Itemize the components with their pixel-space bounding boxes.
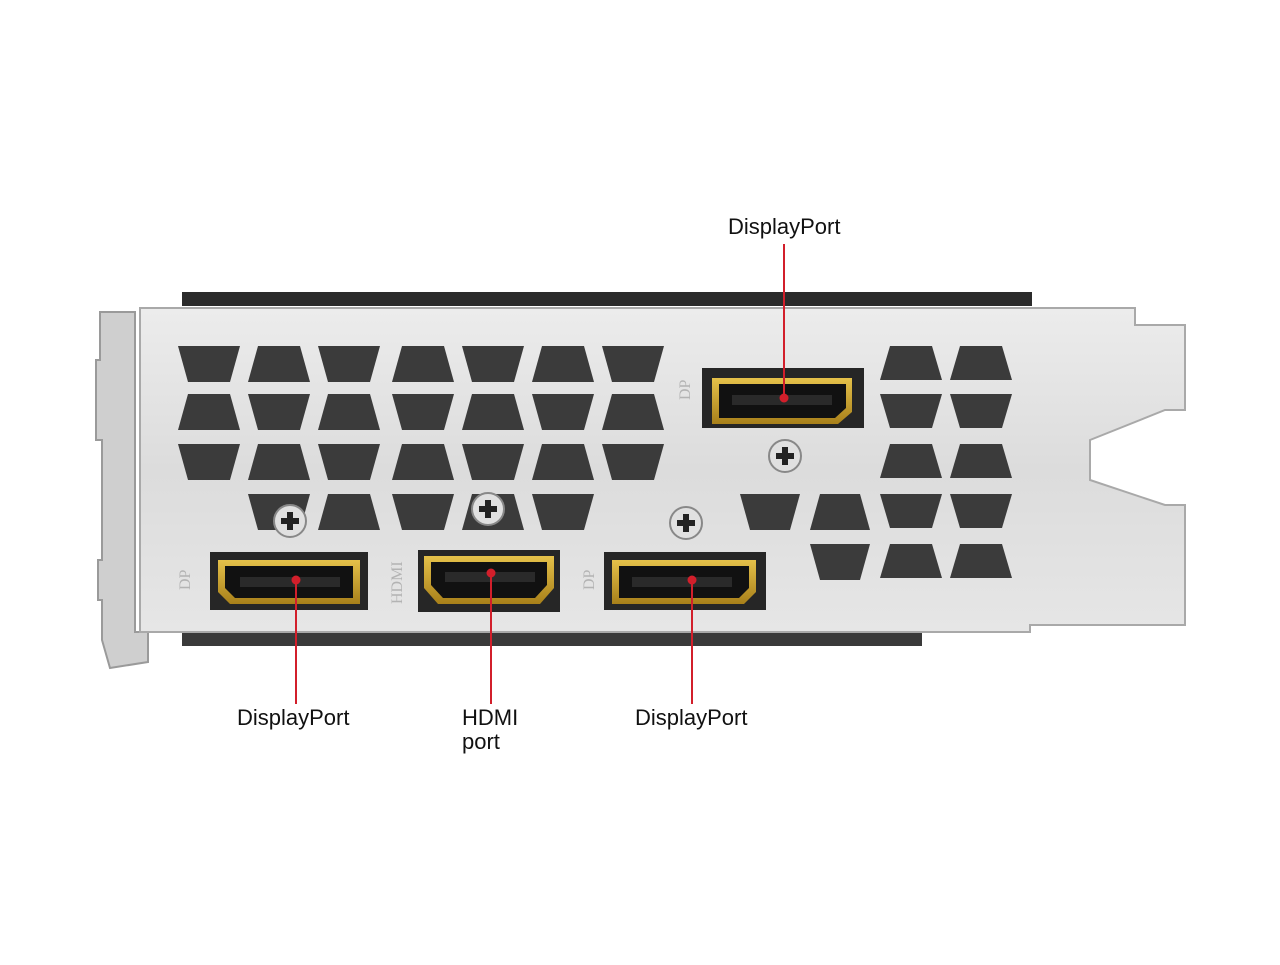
vent-cutout bbox=[318, 346, 380, 382]
vent-cutout bbox=[950, 346, 1012, 380]
callout-label-hdmi-port: HDMI port bbox=[462, 706, 518, 754]
vent-cutout bbox=[950, 494, 1012, 528]
vent-cutout bbox=[810, 494, 870, 530]
vent-cutout bbox=[880, 346, 942, 380]
bracket-mark-hdmi: HDMI bbox=[389, 561, 406, 604]
vent-cutout bbox=[602, 394, 664, 430]
displayport-connector-bottom-left bbox=[210, 552, 368, 610]
hdmi-connector bbox=[418, 550, 560, 612]
screw-icon bbox=[768, 439, 802, 473]
bracket-mark-dp-right: DP bbox=[581, 569, 598, 590]
vent-cutout bbox=[178, 394, 240, 430]
cooler-shroud-top bbox=[182, 292, 1032, 306]
vent-cutout bbox=[880, 494, 942, 528]
vent-cutout bbox=[532, 346, 594, 382]
vent-cutout bbox=[392, 346, 454, 382]
vent-cutout bbox=[880, 394, 942, 428]
bracket-mark-dp-left: DP bbox=[177, 569, 194, 590]
vent-cutout bbox=[532, 394, 594, 430]
callout-label-hdmi-line2: port bbox=[462, 729, 500, 754]
vent-cutout bbox=[392, 444, 454, 480]
callout-dot-bottom-left-displayport bbox=[291, 575, 301, 585]
bracket-mark-dp-top: DP bbox=[677, 379, 694, 400]
vent-cutout bbox=[950, 444, 1012, 478]
callout-label-bottom-left-displayport: DisplayPort bbox=[237, 705, 350, 730]
vent-cutout bbox=[602, 444, 664, 480]
vent-cutout bbox=[318, 444, 380, 480]
vent-cutout bbox=[880, 444, 942, 478]
callout-dot-bottom-right-displayport bbox=[687, 575, 697, 585]
displayport-connector-bottom-right bbox=[604, 552, 766, 610]
vent-cutout bbox=[810, 544, 870, 580]
vent-cutout bbox=[462, 346, 524, 382]
vent-cutout bbox=[740, 494, 800, 530]
vent-cutout bbox=[532, 494, 594, 530]
vent-cutout bbox=[248, 346, 310, 382]
callout-label-bottom-right-displayport: DisplayPort bbox=[635, 705, 748, 730]
vent-cutout bbox=[950, 394, 1012, 428]
vent-cutout bbox=[532, 444, 594, 480]
vent-cutout bbox=[392, 394, 454, 430]
vent-cutout bbox=[950, 544, 1012, 578]
vent-cutout bbox=[178, 346, 240, 382]
vent-cutout bbox=[248, 394, 310, 430]
callout-label-top-displayport: DisplayPort bbox=[728, 214, 841, 239]
vent-cutout bbox=[602, 346, 664, 382]
vent-cutout bbox=[880, 544, 942, 578]
vent-cutout bbox=[248, 444, 310, 480]
callout-lines bbox=[291, 244, 789, 704]
screw-icon bbox=[669, 506, 703, 540]
vent-cutout bbox=[392, 494, 454, 530]
vent-cutout bbox=[178, 444, 240, 480]
vent-cutout bbox=[462, 394, 524, 430]
callout-dot-top-displayport bbox=[779, 393, 789, 403]
screw-icon bbox=[273, 504, 307, 538]
vent-cutout bbox=[318, 494, 380, 530]
screw-icon bbox=[471, 492, 505, 526]
vent-cutout bbox=[462, 444, 524, 480]
vent-cutout bbox=[318, 394, 380, 430]
ventilation-cutouts bbox=[178, 346, 1012, 580]
callout-dot-hdmi bbox=[486, 568, 496, 578]
callout-label-hdmi-line1: HDMI bbox=[462, 705, 519, 730]
